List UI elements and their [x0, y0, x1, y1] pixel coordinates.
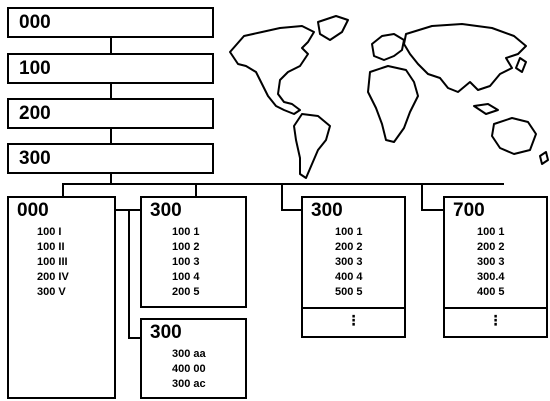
hierarchy-level-000: 000 — [7, 7, 214, 38]
list-item: 300 V — [37, 286, 66, 298]
list-item: 300 3 — [477, 256, 505, 268]
hierarchy-label: 200 — [19, 103, 51, 124]
japan-shape — [515, 57, 527, 73]
list-item: 100 III — [37, 256, 68, 268]
asia-shape — [403, 23, 527, 93]
item-list: 100 I 100 II 100 III 200 IV 300 V — [37, 225, 69, 300]
hierarchy-label: 100 — [19, 58, 51, 79]
item-list: 100 1 200 2 300 3 300.4 400 5 — [477, 225, 505, 300]
box-heading: 000 — [17, 200, 49, 221]
north-america-shape — [229, 25, 315, 115]
greenland-shape — [317, 15, 349, 41]
box-heading: 300 — [150, 322, 182, 343]
item-list: 100 1 200 2 300 3 400 4 500 5 — [335, 225, 363, 300]
list-item: 100 1 — [335, 226, 363, 238]
hierarchy-label: 300 — [19, 148, 51, 169]
world-map — [229, 15, 549, 179]
code-box-700: 700 100 1 200 2 300 3 300.4 400 5 ⋮ — [443, 196, 548, 338]
connector-line — [128, 209, 130, 339]
indonesia-shape — [473, 103, 499, 115]
list-item: 300 3 — [335, 256, 363, 268]
list-item: 200 2 — [477, 241, 505, 253]
connector-line — [421, 183, 423, 211]
connector-line — [110, 84, 112, 98]
list-item: 400 4 — [335, 271, 363, 283]
list-item: 100 4 — [172, 271, 200, 283]
item-list: 100 1 100 2 100 3 100 4 200 5 — [172, 225, 200, 300]
box-divider — [303, 307, 404, 309]
list-item: 100 3 — [172, 256, 200, 268]
more-indicator: ⋮ — [346, 312, 361, 328]
list-item: 100 1 — [172, 226, 200, 238]
code-box-300-b: 300 300 aa 400 00 300 ac — [140, 318, 247, 399]
list-item: 300 aa — [172, 348, 206, 360]
branch-line — [62, 183, 504, 185]
code-box-300-a: 300 100 1 100 2 100 3 100 4 200 5 — [140, 196, 247, 308]
code-box-000: 000 100 I 100 II 100 III 200 IV 300 V — [7, 196, 116, 399]
hierarchy-level-100: 100 — [7, 53, 214, 84]
connector-line — [110, 38, 112, 53]
connector-line — [421, 209, 443, 211]
hierarchy-level-200: 200 — [7, 98, 214, 129]
connector-line — [281, 183, 283, 211]
more-indicator: ⋮ — [488, 312, 503, 328]
list-item: 300.4 — [477, 271, 505, 283]
list-item: 100 I — [37, 226, 62, 238]
connector-line — [128, 337, 140, 339]
list-item: 400 00 — [172, 363, 206, 375]
connector-line — [195, 183, 197, 197]
list-item: 200 IV — [37, 271, 69, 283]
connector-line — [62, 183, 64, 197]
box-heading: 700 — [453, 200, 485, 221]
item-list: 300 aa 400 00 300 ac — [172, 347, 206, 392]
connector-line — [110, 174, 112, 184]
new-zealand-shape — [539, 151, 549, 165]
code-box-300-c: 300 100 1 200 2 300 3 400 4 500 5 ⋮ — [301, 196, 406, 338]
connector-line — [110, 129, 112, 143]
south-america-shape — [293, 113, 331, 179]
list-item: 300 ac — [172, 378, 206, 390]
list-item: 100 2 — [172, 241, 200, 253]
box-heading: 300 — [311, 200, 343, 221]
list-item: 500 5 — [335, 286, 363, 298]
australia-shape — [491, 117, 537, 155]
list-item: 100 1 — [477, 226, 505, 238]
list-item: 100 II — [37, 241, 65, 253]
connector-line — [281, 209, 301, 211]
europe-shape — [371, 33, 405, 61]
box-heading: 300 — [150, 200, 182, 221]
box-divider — [445, 307, 546, 309]
list-item: 200 5 — [172, 286, 200, 298]
africa-shape — [367, 65, 419, 143]
list-item: 400 5 — [477, 286, 505, 298]
hierarchy-label: 000 — [19, 12, 51, 33]
list-item: 200 2 — [335, 241, 363, 253]
hierarchy-level-300: 300 — [7, 143, 214, 174]
